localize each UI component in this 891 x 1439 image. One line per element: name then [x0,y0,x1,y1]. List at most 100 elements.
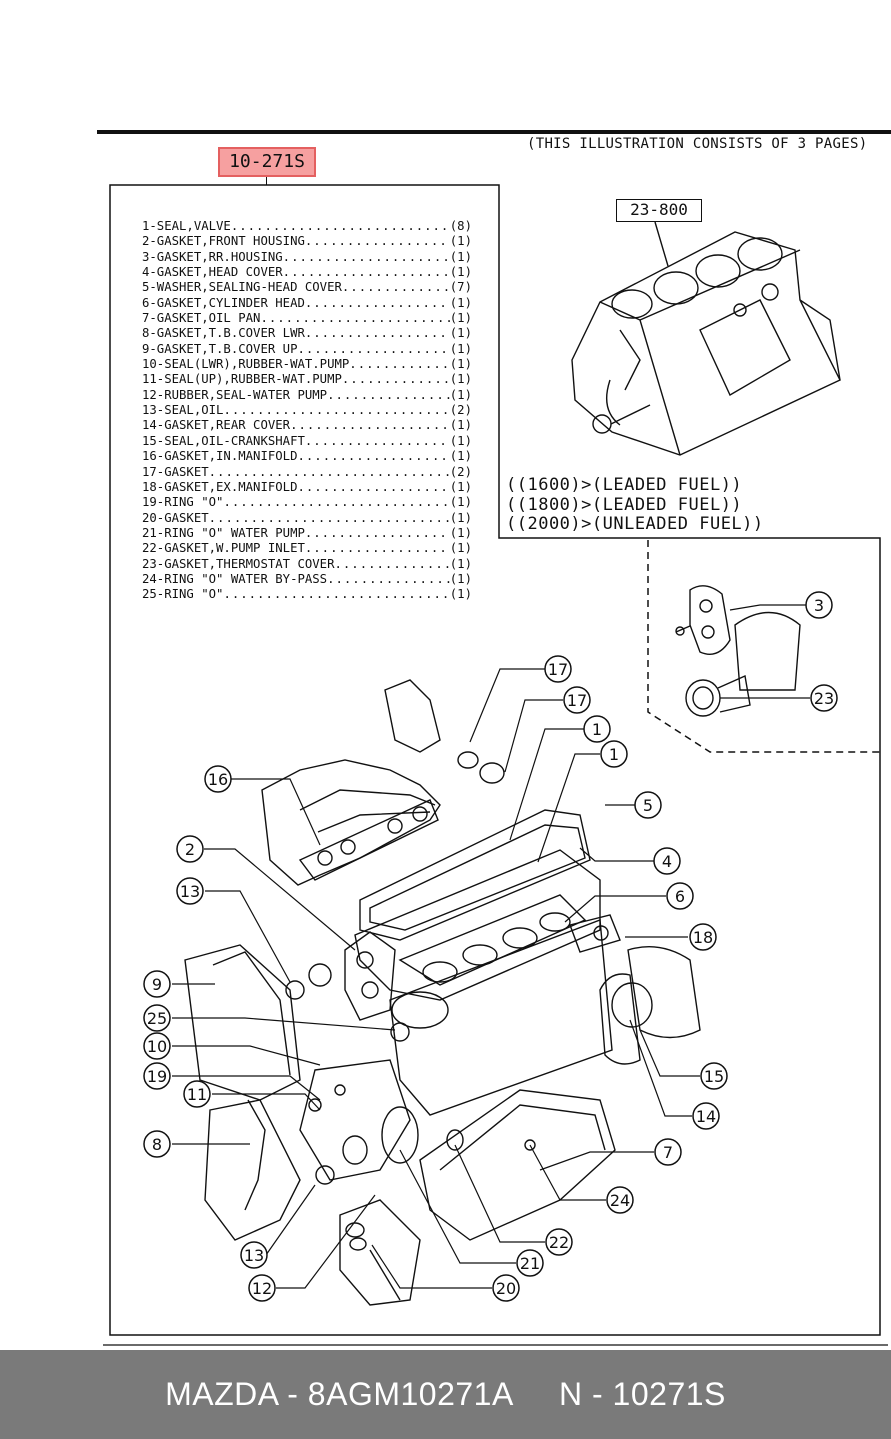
parts-list-row: 23-GASKET,THERMOSTAT COVER(1) [142,557,472,572]
callout-7: 7 [654,1138,682,1166]
leader-dots [349,357,449,372]
variant-line: ((1800)>(LEADED FUEL)) [506,494,743,515]
variant-region-outline [647,540,880,753]
part-name: 4-GASKET,HEAD COVER [142,265,283,280]
part-name: 22-GASKET,W.PUMP INLET [142,541,305,556]
leader-dots [305,434,450,449]
part-quantity: (8) [449,219,472,233]
svg-text:16: 16 [208,770,228,789]
svg-text:14: 14 [696,1107,716,1126]
part-name: 7-GASKET,OIL PAN [142,311,261,326]
part-name: 21-RING "O" WATER PUMP [142,525,305,540]
parts-list-row: 12-RUBBER,SEAL-WATER PUMP (1) [142,388,472,403]
leader-dots [305,296,450,311]
part-quantity: (1) [449,387,472,402]
svg-text:20: 20 [496,1279,516,1298]
callout-14: 14 [692,1102,720,1130]
leader-dots [327,572,450,587]
callout-21: 21 [516,1249,544,1277]
svg-text:23: 23 [814,689,834,708]
callout-15: 15 [700,1062,728,1090]
svg-text:13: 13 [180,882,200,901]
svg-text:8: 8 [152,1135,162,1154]
part-quantity: (7) [449,280,472,295]
svg-text:3: 3 [814,596,824,615]
parts-list-row: 24-RING "O" WATER BY-PASS(1) [142,572,472,587]
callout-3: 3 [805,591,833,619]
part-name: 6-GASKET,CYLINDER HEAD [142,295,305,310]
svg-text:5: 5 [643,796,653,815]
part-name: 15-SEAL,OIL-CRANKSHAFT [142,433,305,448]
part-quantity: (1) [449,341,472,356]
parts-list-row: 3-GASKET,RR.HOUSING(1) [142,250,472,265]
part-name: 1-SEAL,VALVE [142,219,231,233]
part-name: 17-GASKET [142,464,209,479]
leader-dots [231,219,450,234]
parts-list-row: 2-GASKET,FRONT HOUSING(1) [142,234,472,249]
callout-20: 20 [492,1274,520,1302]
parts-list-row: 8-GASKET,T.B.COVER LWR(1) [142,326,472,341]
part-quantity: (1) [449,556,472,571]
callout-markers: 17 17 1 1 5 4 6 18 16 2 13 9 25 10 19 11… [143,591,838,1302]
callout-4: 4 [653,847,681,875]
parts-list-row: 1-SEAL,VALVE (8) [142,219,472,234]
part-quantity: (1) [449,433,472,448]
callout-24: 24 [606,1186,634,1214]
part-quantity: (1) [449,418,472,433]
part-name: 5-WASHER,SEALING-HEAD COVER [142,280,342,295]
part-name: 10-SEAL(LWR),RUBBER-WAT.PUMP [142,357,350,372]
callout-1a: 1 [583,715,611,743]
part-quantity: (1) [449,525,472,540]
variant-line: ((1600)>(LEADED FUEL)) [506,475,743,495]
part-name: 8-GASKET,T.B.COVER LWR [142,326,305,341]
leader-dots [223,495,449,510]
rear-housing-illustration [675,585,801,717]
callout-13a: 13 [176,877,204,905]
leader-dots [342,372,450,387]
leader-dots [209,465,450,480]
leader-dots [223,587,449,602]
svg-text:25: 25 [147,1009,167,1028]
parts-list-frame [109,184,881,1336]
svg-text:12: 12 [252,1279,272,1298]
parts-list-row: 4-GASKET,HEAD COVER(1) [142,265,472,280]
svg-text:10: 10 [147,1037,167,1056]
leader-dots [297,480,449,495]
svg-text:15: 15 [704,1067,724,1086]
leader-dots [305,541,450,556]
part-quantity: (1) [449,357,472,372]
callout-16: 16 [204,765,232,793]
parts-list-row: 16-GASKET,IN.MANIFOLD(1) [142,449,472,464]
part-name: 20-GASKET [142,510,209,525]
leader-dots [297,449,449,464]
svg-text:9: 9 [152,975,162,994]
svg-text:11: 11 [187,1085,207,1104]
svg-text:1: 1 [592,720,602,739]
part-name: 3-GASKET,RR.HOUSING [142,249,283,264]
part-name: 18-GASKET,EX.MANIFOLD [142,479,298,494]
leader-dots [223,403,449,418]
parts-list-row: 17-GASKET(2) [142,465,472,480]
part-quantity: (1) [449,479,472,494]
part-quantity: (2) [449,403,472,418]
part-tag-leader [266,177,267,185]
leader-dots [305,234,450,249]
svg-text:2: 2 [185,840,195,859]
parts-list-row: 5-WASHER,SEALING-HEAD COVER (7) [142,280,472,295]
part-name: 13-SEAL,OIL [142,403,224,418]
callout-5: 5 [634,791,662,819]
leader-dots [283,250,450,265]
parts-list-row: 15-SEAL,OIL-CRANKSHAFT (1) [142,434,472,449]
callout-12: 12 [248,1274,276,1302]
part-quantity: (1) [449,541,472,556]
variant-line: ((2000)>(UNLEADED FUEL)) [506,514,764,534]
callout-25: 25 [143,1004,171,1032]
svg-text:22: 22 [549,1233,569,1252]
svg-text:17: 17 [548,660,568,679]
part-number-tag: 10-271S [218,147,316,177]
parts-list-row: 21-RING "O" WATER PUMP (1) [142,526,472,541]
parts-list: 1-SEAL,VALVE (8)2-GASKET,FRONT HOUSING(1)… [142,219,472,603]
callout-19: 19 [143,1062,171,1090]
part-name: 12-RUBBER,SEAL-WATER PUMP [142,387,328,402]
block-reference-tag: 23-800 [616,199,702,222]
